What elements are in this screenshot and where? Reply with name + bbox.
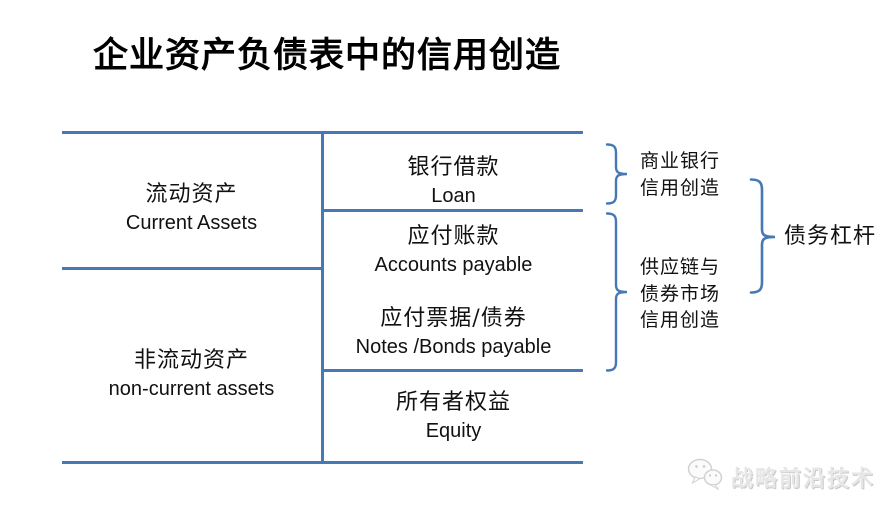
brace-debt-leverage xyxy=(748,178,778,294)
equity-en: Equity xyxy=(425,420,482,442)
current-assets-zh: 流动资产 xyxy=(145,182,238,207)
watermark: 战略前沿技术 xyxy=(686,456,875,497)
table-line-loan-divider xyxy=(321,209,583,212)
supply-chain-line-2: 债券市场 xyxy=(640,282,721,305)
supply-chain-line-3: 信用创造 xyxy=(640,309,721,331)
accounts-payable-zh: 应付账款 xyxy=(407,223,500,249)
brace-bank-credit xyxy=(604,143,630,205)
noncurrent-assets-zh: 非流动资产 xyxy=(133,347,249,373)
cell-payables: 应付账款 Accounts payable 应付票据/债券 Notes /Bon… xyxy=(324,212,583,369)
brace-supply-chain-credit xyxy=(604,212,630,372)
bank-credit-line-1: 商业银行 xyxy=(640,150,721,172)
cell-current-assets: 流动资产 Current Assets xyxy=(62,133,321,275)
wechat-icon xyxy=(686,456,724,497)
supply-chain-line-1: 供应链与 xyxy=(640,256,721,278)
table-line-assets-divider xyxy=(62,267,324,270)
notes-bonds-zh: 应付票据/债券 xyxy=(380,305,527,331)
label-supply-chain-credit: 供应链与 债券市场 信用创造 xyxy=(640,254,720,334)
accounts-payable-en: Accounts payable xyxy=(374,253,533,276)
cell-noncurrent-assets: 非流动资产 non-current assets xyxy=(62,270,321,469)
label-bank-credit: 商业银行 信用创造 xyxy=(640,148,720,201)
accounts-payable-block: 应付账款 Accounts payable xyxy=(375,222,533,278)
loan-en: Loan xyxy=(431,185,476,207)
table-line-column-divider xyxy=(321,131,324,464)
notes-bonds-block: 应付票据/债券 Notes /Bonds payable xyxy=(356,304,552,360)
cell-loan: 银行借款 Loan xyxy=(324,133,583,219)
loan-zh: 银行借款 xyxy=(407,155,500,180)
noncurrent-assets-en: non-current assets xyxy=(108,377,275,400)
label-debt-leverage: 债务杠杆 xyxy=(784,224,877,249)
page-title: 企业资产负债表中的信用创造 xyxy=(93,36,562,75)
notes-bonds-en: Notes /Bonds payable xyxy=(355,335,552,358)
current-assets-en: Current Assets xyxy=(125,212,258,234)
equity-zh: 所有者权益 xyxy=(395,390,511,415)
table-line-equity-divider xyxy=(321,369,583,372)
watermark-text: 战略前沿技术 xyxy=(731,465,876,491)
cell-equity: 所有者权益 Equity xyxy=(324,371,583,461)
bank-credit-line-2: 信用创造 xyxy=(640,176,721,199)
